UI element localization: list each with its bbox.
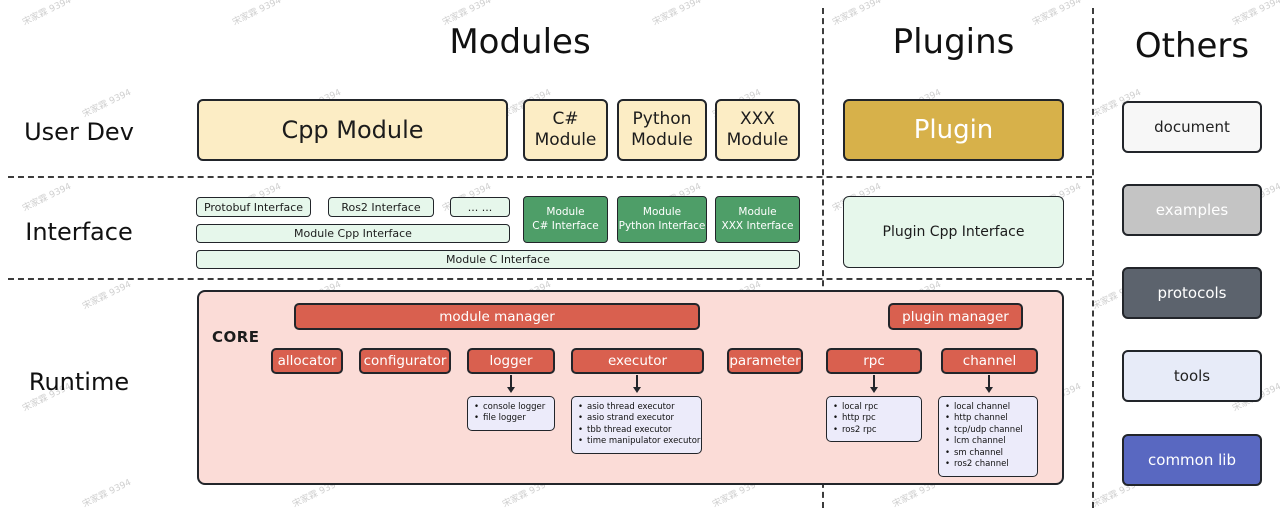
- channel-detail-list: local channel http channel tcp/udp chann…: [945, 402, 1031, 471]
- section-header-plugins: Plugins: [892, 22, 1015, 62]
- list-item: sm channel: [945, 448, 1031, 460]
- others-common-lib-box: common lib: [1122, 434, 1262, 486]
- others-tools-box: tools: [1122, 350, 1262, 402]
- channel-detail-box: local channel http channel tcp/udp chann…: [938, 396, 1038, 477]
- divider-interface-runtime: [8, 278, 1092, 280]
- label-line: Module: [546, 205, 585, 218]
- cpp-module-box: Cpp Module: [197, 99, 508, 161]
- list-item: http channel: [945, 413, 1031, 425]
- plugin-box: Plugin: [843, 99, 1064, 161]
- label-line: C# Interface: [532, 219, 599, 232]
- list-item: asio thread executor: [578, 402, 695, 414]
- core-label: CORE: [212, 328, 260, 346]
- ros2-interface-box: Ros2 Interface: [328, 197, 434, 217]
- logger-detail-list: console logger file logger: [474, 402, 548, 425]
- rpc-arrow-icon: [869, 375, 879, 397]
- rpc-detail-box: local rpc http rpc ros2 rpc: [826, 396, 922, 443]
- list-item: ros2 rpc: [833, 425, 915, 437]
- logger-box: logger: [467, 348, 555, 374]
- list-item: local rpc: [833, 402, 915, 414]
- row-label-user-dev: User Dev: [24, 118, 134, 146]
- channel-box: channel: [941, 348, 1038, 374]
- list-item: time manipulator executor: [578, 436, 700, 448]
- others-document-box: document: [1122, 101, 1262, 153]
- divider-userdev-interface: [8, 176, 1092, 178]
- section-header-others: Others: [1134, 26, 1250, 66]
- executor-detail-box: asio thread executor asio strand executo…: [571, 396, 702, 454]
- row-label-runtime: Runtime: [28, 368, 130, 396]
- list-item: lcm channel: [945, 436, 1031, 448]
- label-line: Module: [642, 205, 682, 218]
- watermark-text: 宋家霖 9394: [1231, 0, 1280, 28]
- module-xxx-interface-box: Module XXX Interface: [715, 196, 800, 243]
- executor-arrow-icon: [632, 375, 642, 397]
- protobuf-interface-box: Protobuf Interface: [196, 197, 311, 217]
- module-python-interface-box: Module Python Interface: [617, 196, 707, 243]
- list-item: ros2 channel: [945, 459, 1031, 471]
- module-csharp-interface-box: Module C# Interface: [523, 196, 608, 243]
- plugin-cpp-interface-box: Plugin Cpp Interface: [843, 196, 1064, 268]
- xxx-module-box: XXX Module: [715, 99, 800, 161]
- module-cpp-interface-box: Module Cpp Interface: [196, 224, 510, 243]
- label-line: Python Interface: [618, 219, 706, 232]
- rpc-detail-list: local rpc http rpc ros2 rpc: [833, 402, 915, 437]
- executor-box: executor: [571, 348, 704, 374]
- executor-detail-list: asio thread executor asio strand executo…: [578, 402, 700, 448]
- divider-modules-plugins: [822, 8, 824, 508]
- divider-plugins-others: [1092, 8, 1094, 508]
- watermark-text: 宋家霖 9394: [21, 0, 73, 28]
- list-item: local channel: [945, 402, 1031, 414]
- watermark-text: 宋家霖 9394: [81, 279, 133, 312]
- module-c-interface-box: Module C Interface: [196, 250, 800, 269]
- channel-arrow-icon: [984, 375, 994, 397]
- list-item: tcp/udp channel: [945, 425, 1031, 437]
- plugin-manager-box: plugin manager: [888, 303, 1023, 330]
- watermark-text: 宋家霖 9394: [81, 87, 133, 120]
- section-header-modules: Modules: [449, 22, 591, 62]
- label-line: Module: [738, 205, 777, 218]
- others-protocols-box: protocols: [1122, 267, 1262, 319]
- logger-arrow-icon: [506, 375, 516, 397]
- module-manager-box: module manager: [294, 303, 700, 330]
- row-label-interface: Interface: [25, 218, 133, 246]
- parameter-box: parameter: [727, 348, 803, 374]
- list-item: tbb thread executor: [578, 425, 695, 437]
- watermark-text: 宋家霖 9394: [231, 0, 283, 28]
- list-item: file logger: [474, 413, 548, 425]
- more-interfaces-box: ... ...: [450, 197, 510, 217]
- watermark-text: 宋家霖 9394: [21, 181, 73, 214]
- others-examples-box: examples: [1122, 184, 1262, 236]
- list-item: asio strand executor: [578, 413, 695, 425]
- logger-detail-box: console logger file logger: [467, 396, 555, 431]
- watermark-text: 宋家霖 9394: [81, 477, 133, 510]
- configurator-box: configurator: [359, 348, 451, 374]
- list-item: http rpc: [833, 413, 915, 425]
- rpc-box: rpc: [826, 348, 922, 374]
- list-item: console logger: [474, 402, 548, 414]
- allocator-box: allocator: [271, 348, 343, 374]
- label-line: XXX Interface: [721, 219, 794, 232]
- csharp-module-box: C# Module: [523, 99, 608, 161]
- python-module-box: Python Module: [617, 99, 707, 161]
